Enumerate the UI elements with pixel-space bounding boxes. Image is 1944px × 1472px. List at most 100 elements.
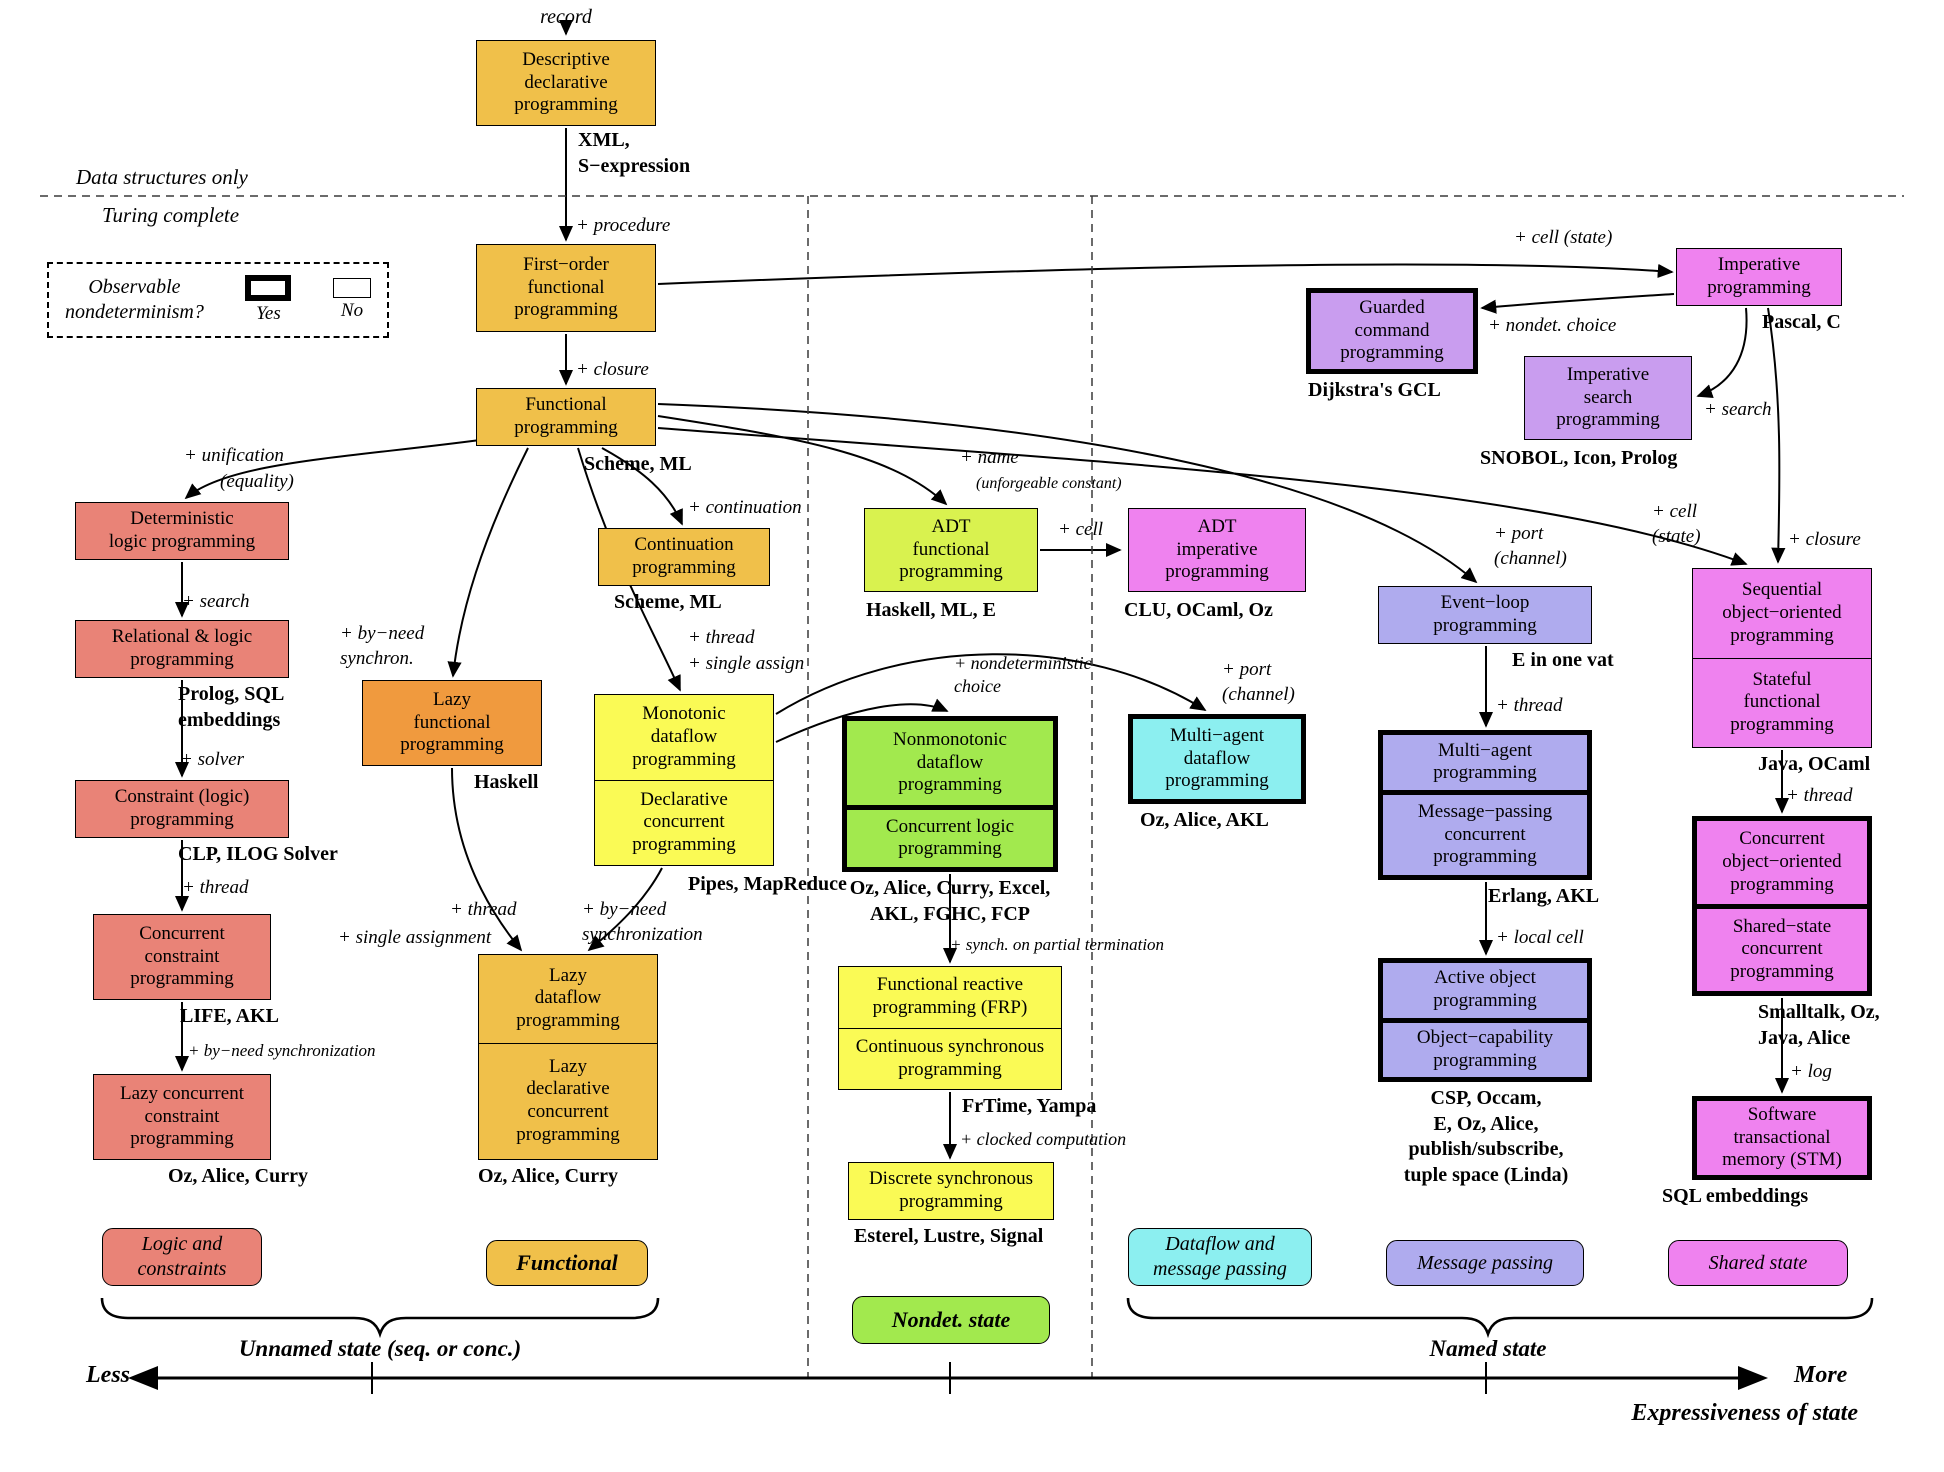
caption-frtime-yampa: FrTime, Yampa <box>962 1095 1097 1117</box>
node-event-loop: Event−loop programming <box>1378 586 1592 644</box>
node-software-transactional-memory: Software transactional memory (STM) <box>1692 1096 1872 1180</box>
label-plus-nondet-choice-gcl: + nondet. choice <box>1488 315 1617 336</box>
caption-smalltalk-oz: Smalltalk, Oz, Java, Alice <box>1758 1001 1880 1049</box>
node-imperative-search-text-0: Imperative search programming <box>1556 363 1660 431</box>
label-plus-cell-state-imperative: + cell (state) <box>1514 227 1613 248</box>
node-lazy-concurrent-constraint: Lazy concurrent constraint programming <box>93 1074 271 1160</box>
caption-life-akl: LIFE, AKL <box>180 1005 279 1027</box>
node-discrete-synchronous-text-0: Discrete synchronous programming <box>868 1168 1034 1212</box>
label-turing-complete: Turing complete <box>102 203 240 227</box>
group-label-unnamed-state: Unnamed state (seq. or conc.) <box>238 1336 522 1361</box>
axis-arrow-left <box>128 1366 158 1390</box>
label-record: record <box>540 6 592 28</box>
label-plus-single-assignment: + single assignment <box>338 927 492 948</box>
caption-scheme-ml-continuation: Scheme, ML <box>614 591 722 613</box>
label-plus-thread-dataflow: + thread <box>688 627 755 648</box>
edge-functional-lazyfunctional <box>447 447 529 678</box>
legend-yes-label: Yes <box>256 303 281 324</box>
node-nonmonotonic-dataflow-text-0: Nonmonotonic dataflow programming <box>893 728 1007 796</box>
label-plus-byneed-constraint: + by−need synchronization <box>188 1041 376 1060</box>
edge-functional-adtfunctional <box>657 415 948 506</box>
node-continuation: Continuation programming <box>598 528 770 586</box>
label-unforgeable-constant: (unforgeable constant) <box>976 475 1122 492</box>
edge-imperative-guarded <box>1480 293 1675 314</box>
node-multi-agent-message-text-1: Message−passing concurrent programming <box>1383 789 1587 875</box>
label-plus-name: + name <box>960 447 1019 468</box>
legend-sample-no: No <box>332 278 371 322</box>
label-plus-unification: + unification <box>184 445 284 466</box>
node-functional-reactive-text-0: Functional reactive programming (FRP) <box>872 974 1028 1019</box>
node-sequential-oo-text-0: Sequential object−oriented programming <box>1722 579 1842 646</box>
node-lazy-dataflow-text-0: Lazy dataflow programming <box>516 964 620 1032</box>
group-label-named-state: Named state <box>1429 1336 1547 1361</box>
label-plus-thread-lazydf: + thread <box>450 899 517 920</box>
node-software-transactional-memory-text-0: Software transactional memory (STM) <box>1722 1103 1842 1171</box>
badge-shared-state: Shared state <box>1668 1240 1848 1286</box>
caption-dijkstra-gcl: Dijkstra's GCL <box>1308 379 1441 401</box>
label-plus-log: + log <box>1790 1061 1832 1082</box>
node-adt-imperative-text-0: ADT imperative programming <box>1165 515 1269 583</box>
label-plus-thread-msg: + thread <box>1496 695 1563 716</box>
label-plus-nondeterministic-choice: + nondeterministic choice <box>954 653 1092 697</box>
node-discrete-synchronous: Discrete synchronous programming <box>848 1162 1054 1220</box>
axis-title-expressiveness: Expressiveness of state <box>1631 1400 1858 1426</box>
node-imperative-text-0: Imperative programming <box>1707 254 1811 298</box>
edge-imperative-seqoo <box>1767 307 1786 564</box>
node-active-object-text-1: Object−capability programming <box>1383 1017 1587 1078</box>
node-deterministic-logic-text-0: Deterministic logic programming <box>108 508 256 552</box>
edge-monotonic-multiagentdf <box>775 653 1207 715</box>
legend-question: Observable nondeterminism? <box>65 276 204 323</box>
node-guarded-command: Guarded command programming <box>1306 288 1478 374</box>
label-plus-thread-constraint: + thread <box>182 877 249 898</box>
edge-functional-continuation <box>601 447 683 526</box>
label-plus-search-imperative: + search <box>1704 399 1772 420</box>
edge-monotonic-nonmonotonic <box>775 698 949 743</box>
caption-oz-alice-curry-left: Oz, Alice, Curry <box>168 1165 308 1187</box>
caption-xml-sexpression: XML, S−expression <box>578 129 691 177</box>
caption-erlang-akl: Erlang, AKL <box>1488 885 1600 907</box>
caption-csp-occam: CSP, Occam, E, Oz, Alice, publish/subscr… <box>1403 1087 1569 1186</box>
brace-named-state <box>1126 1297 1874 1339</box>
legend-thick-border-box <box>245 275 292 301</box>
node-functional: Functional programming <box>476 388 656 446</box>
node-constraint-logic-text-0: Constraint (logic) programming <box>114 786 250 830</box>
node-adt-functional: ADT functional programming <box>864 508 1038 592</box>
axis-label-more: More <box>1794 1362 1848 1388</box>
node-lazy-functional-text-0: Lazy functional programming <box>400 688 504 756</box>
label-plus-byneed-lazyfn: + by−need synchron. <box>340 623 425 669</box>
badge-message-passing: Message passing <box>1386 1240 1584 1286</box>
node-lazy-concurrent-constraint-text-0: Lazy concurrent constraint programming <box>120 1082 244 1150</box>
badge-nondet-state: Nondet. state <box>852 1296 1050 1344</box>
legend-thin-border-box <box>332 278 371 298</box>
edge-functional-detlogic <box>184 439 481 500</box>
node-lazy-dataflow-text-1: Lazy declarative concurrent programming <box>479 1042 657 1159</box>
node-monotonic-dataflow-text-0: Monotonic dataflow programming <box>632 703 736 770</box>
label-plus-byneed-lazydf: + by−need synchronization <box>582 899 703 945</box>
label-plus-port-eventloop: + port (channel) <box>1494 523 1567 569</box>
label-equality: (equality) <box>220 471 294 492</box>
caption-snobol-icon-prolog: SNOBOL, Icon, Prolog <box>1480 447 1678 469</box>
caption-esterel-lustre: Esterel, Lustre, Signal <box>854 1225 1044 1247</box>
node-relational-logic: Relational & logic programming <box>75 620 289 678</box>
label-plus-cell-adt: + cell <box>1058 519 1103 540</box>
brace-unnamed-state <box>100 1297 660 1339</box>
caption-haskell: Haskell <box>474 771 539 793</box>
badge-dataflow-message: Dataflow and message passing <box>1128 1228 1312 1286</box>
legend-no-label: No <box>340 300 364 321</box>
label-plus-port-dataflow: + port (channel) <box>1222 659 1295 705</box>
edge-firstorder-imperative <box>657 263 1674 285</box>
edge-functional-eventloop <box>657 403 1478 584</box>
caption-sql-embeddings: SQL embeddings <box>1662 1185 1809 1207</box>
node-guarded-command-text-0: Guarded command programming <box>1340 296 1444 364</box>
caption-clu-ocaml-oz: CLU, OCaml, Oz <box>1124 599 1273 621</box>
caption-java-ocaml: Java, OCaml <box>1758 753 1871 775</box>
node-event-loop-text-0: Event−loop programming <box>1433 592 1537 636</box>
node-first-order-functional-text-0: First−order functional programming <box>514 253 618 321</box>
